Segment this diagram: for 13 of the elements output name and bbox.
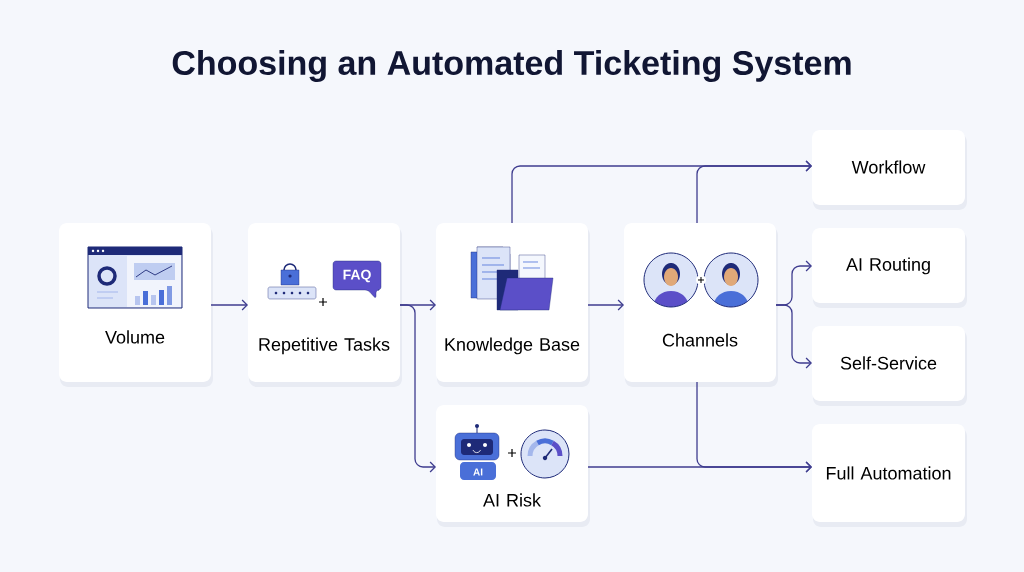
- arrow: [775, 304, 812, 369]
- arrow: [587, 461, 812, 473]
- robot-badge-text: AI: [473, 468, 483, 476]
- arrow: [587, 299, 624, 311]
- bubble-text: FAQ: [343, 269, 371, 283]
- title: Choosing an Automated Ticketing System: [172, 50, 851, 82]
- outcome-card: Workflow: [812, 130, 967, 210]
- arrow: [399, 304, 436, 473]
- outcome-card: Full Automation: [812, 424, 967, 527]
- arrow: [696, 160, 812, 224]
- outcome-card: AI Routing: [812, 228, 967, 308]
- outcome-card: Self-Service: [812, 326, 967, 406]
- arrow: [210, 299, 248, 311]
